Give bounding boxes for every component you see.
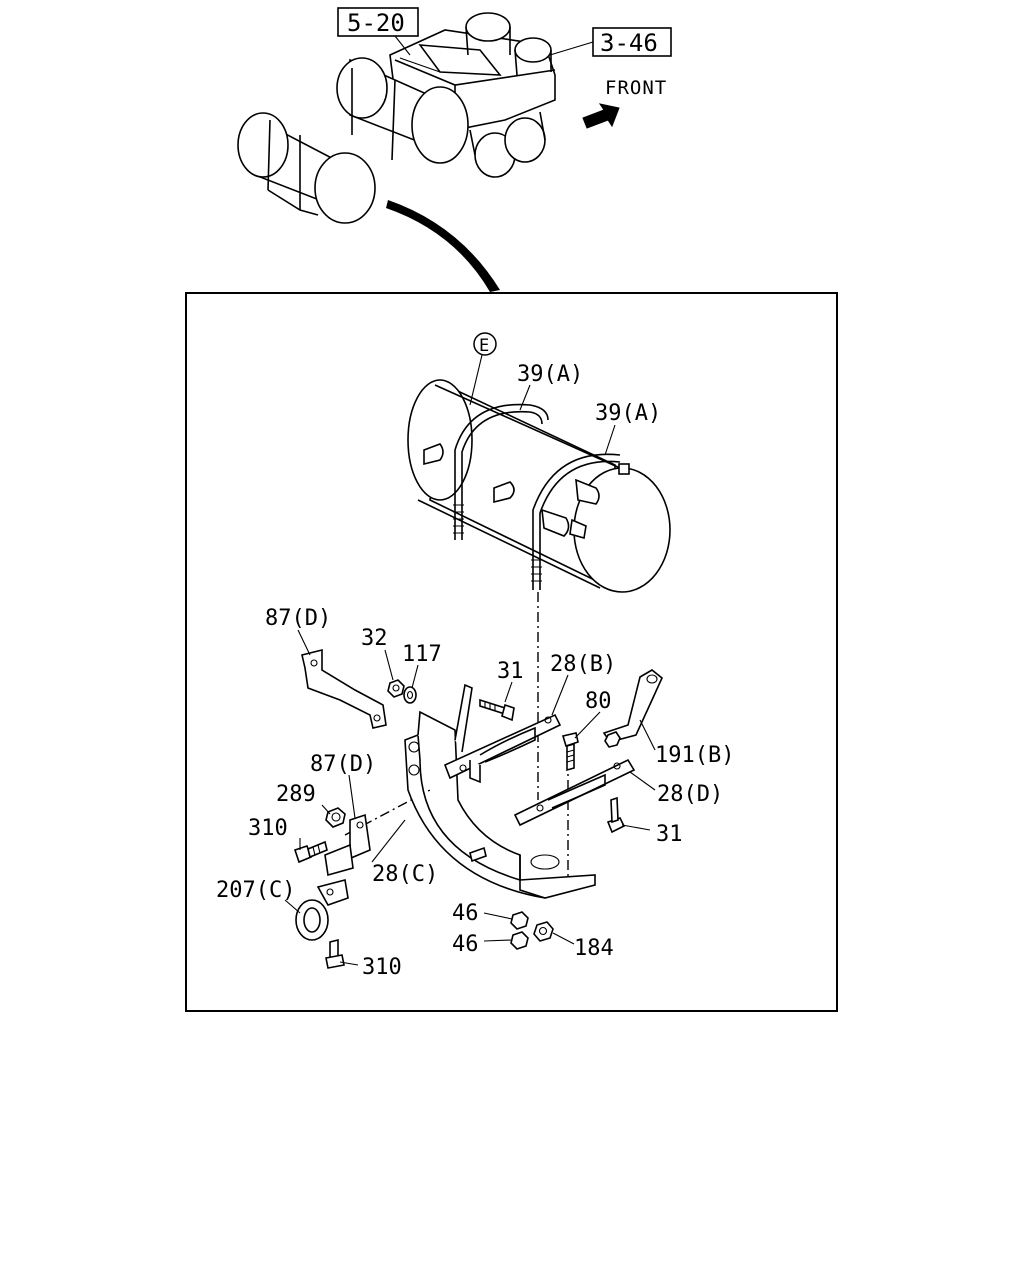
detail-pointer-arrow xyxy=(386,200,500,292)
clamp-207c xyxy=(295,879,349,941)
u-bolt-strap-1 xyxy=(453,403,549,540)
label-184[interactable]: 184 xyxy=(574,936,614,961)
label-80[interactable]: 80 xyxy=(585,689,612,714)
bracket-191b xyxy=(602,669,663,743)
svg-text:E: E xyxy=(479,336,489,356)
front-direction-indicator: FRONT xyxy=(582,77,667,129)
front-arrow-icon xyxy=(582,103,620,129)
muffler-cylinder xyxy=(407,379,671,593)
label-32[interactable]: 32 xyxy=(361,626,388,651)
callout-e: E xyxy=(469,332,497,406)
label-39a-2[interactable]: 39(A) xyxy=(595,401,661,426)
leader-lines xyxy=(284,384,656,966)
label-28d[interactable]: 28(D) xyxy=(657,782,723,807)
bolt-80 xyxy=(561,732,579,772)
ref-5-20-label: 5-20 xyxy=(347,9,405,37)
label-39a-1[interactable]: 39(A) xyxy=(517,362,583,387)
washer-117 xyxy=(403,686,417,704)
label-289[interactable]: 289 xyxy=(276,782,316,807)
label-191b[interactable]: 191(B) xyxy=(655,743,734,768)
ref-box-3-46[interactable]: 3-46 xyxy=(549,27,672,57)
label-117[interactable]: 117 xyxy=(402,642,442,667)
front-label: FRONT xyxy=(605,77,667,99)
bolt-31-top xyxy=(479,698,515,722)
bolt-310-upper xyxy=(293,840,328,864)
bolt-31-bottom xyxy=(606,796,626,834)
part-labels: 39(A) 39(A) 87(D) 32 117 31 28(B) 80 191… xyxy=(216,362,734,980)
u-bolt-strap-2 xyxy=(531,453,621,590)
bolt-310-lower xyxy=(325,938,345,969)
label-310-b[interactable]: 310 xyxy=(362,955,402,980)
nut-184 xyxy=(533,921,554,942)
nut-46-upper xyxy=(510,911,529,930)
ref-3-46-label: 3-46 xyxy=(600,29,658,57)
overview-muffler xyxy=(237,112,376,224)
label-31-top[interactable]: 31 xyxy=(497,659,524,684)
label-310-a[interactable]: 310 xyxy=(248,816,288,841)
overview-assembly xyxy=(237,12,556,292)
label-46-a[interactable]: 46 xyxy=(452,901,479,926)
label-46-b[interactable]: 46 xyxy=(452,932,479,957)
detail-frame xyxy=(185,292,838,1012)
nut-289 xyxy=(325,807,346,828)
nut-46-lower xyxy=(510,931,529,950)
label-28b[interactable]: 28(B) xyxy=(550,652,616,677)
bracket-28d xyxy=(513,758,636,827)
bracket-28c xyxy=(404,683,596,899)
label-28c[interactable]: 28(C) xyxy=(372,862,438,887)
bracket-87d-lower xyxy=(324,813,371,877)
ref-box-5-20[interactable]: 5-20 xyxy=(337,7,419,56)
label-207c[interactable]: 207(C) xyxy=(216,878,295,903)
label-87d-1[interactable]: 87(D) xyxy=(265,606,331,631)
bracket-28b xyxy=(443,713,562,784)
nut-32 xyxy=(387,679,405,698)
bracket-87d-upper xyxy=(301,648,387,729)
label-31-bottom[interactable]: 31 xyxy=(656,822,683,847)
nut-191b xyxy=(604,731,621,748)
label-87d-2[interactable]: 87(D) xyxy=(310,752,376,777)
